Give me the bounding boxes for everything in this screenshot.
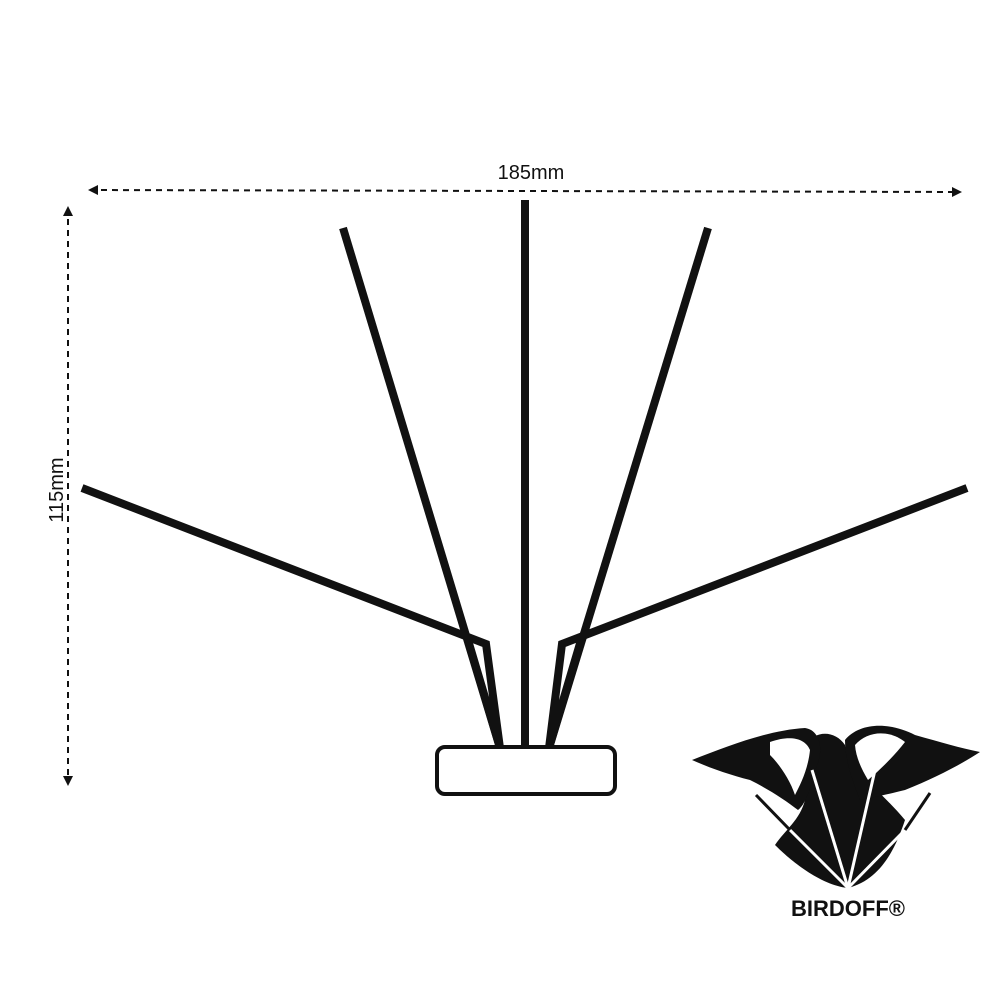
- width-dimension-label: 185mm: [498, 162, 565, 184]
- brand-name: BIRDOFF®: [791, 896, 905, 921]
- spike-base: [435, 745, 617, 796]
- birdoff-logo: BIRDOFF®: [692, 725, 980, 921]
- spike-right-outer: [545, 484, 969, 750]
- spikes: [80, 200, 969, 750]
- height-dimension-label: 115mm: [46, 457, 68, 522]
- spike-left-outer: [80, 484, 504, 750]
- width-dimension-line: [88, 185, 962, 197]
